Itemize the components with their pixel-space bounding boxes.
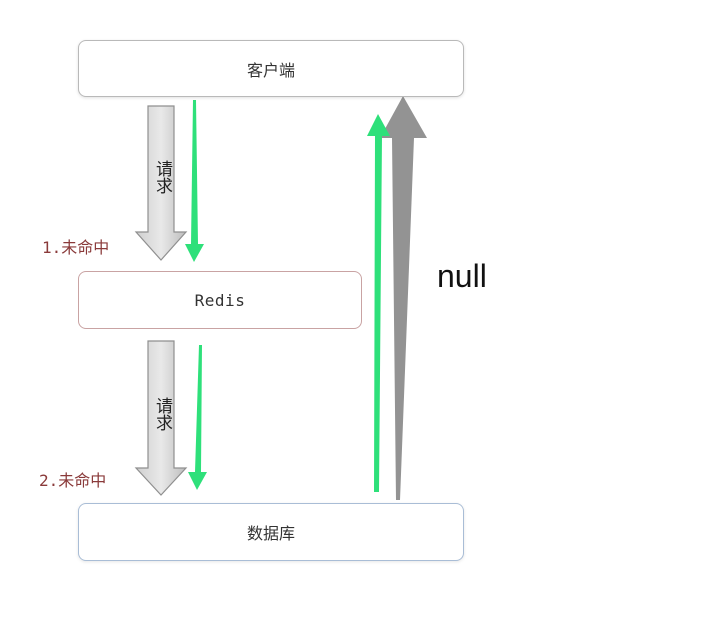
- green-arrow-2: [188, 345, 207, 490]
- client-label: 客户端: [246, 60, 295, 80]
- request-label-1: 请求: [152, 160, 172, 194]
- request-arrow-1: [134, 105, 188, 261]
- miss-label-2: 2.未命中: [39, 471, 107, 490]
- green-arrow-1: [185, 100, 204, 262]
- database-label: 数据库: [246, 524, 295, 543]
- redis-label: Redis: [194, 290, 246, 310]
- null-return-arrow: [380, 96, 427, 500]
- request-label-2: 请求: [152, 397, 172, 431]
- client-node: 客户端: [78, 40, 464, 97]
- redis-node: Redis: [78, 271, 362, 329]
- database-node: 数据库: [78, 503, 464, 561]
- miss-label-1: 1.未命中: [42, 238, 110, 257]
- null-label: null: [437, 258, 487, 294]
- request-arrow-2: [134, 340, 188, 496]
- green-return-arrow: [367, 114, 390, 492]
